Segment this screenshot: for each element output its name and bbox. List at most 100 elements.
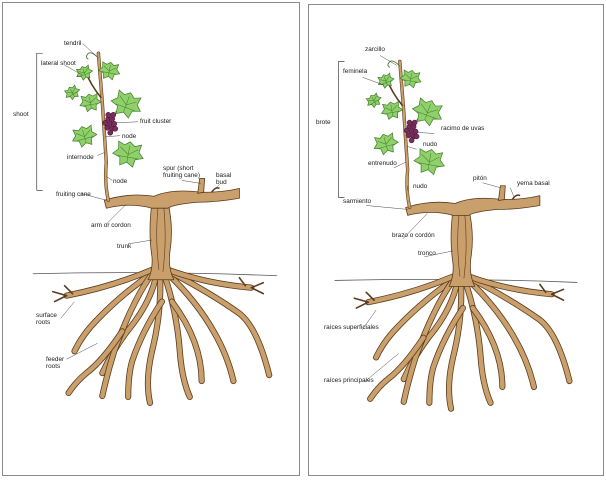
spur (197, 178, 206, 194)
leader-line (128, 239, 153, 245)
trunk-grain (156, 208, 160, 270)
leaf-veins (368, 95, 380, 105)
root (365, 274, 456, 305)
root (468, 276, 572, 384)
label-nudo-upper: nudo (423, 141, 438, 148)
rootlet (250, 286, 265, 295)
leader-line (406, 146, 417, 150)
root (66, 329, 125, 396)
root (401, 278, 456, 405)
rootlet (550, 293, 565, 301)
label-lateral-shoot: lateral shoot (41, 60, 76, 67)
leader-line (82, 43, 96, 56)
leader-line (181, 180, 201, 184)
label-shoot: shoot (13, 111, 29, 118)
root (125, 299, 165, 400)
basal-bud (511, 194, 521, 200)
leader-line (417, 132, 435, 134)
leader-line (379, 55, 397, 66)
rootlet (238, 276, 247, 287)
leader-line (106, 176, 113, 181)
leader-line (362, 77, 385, 86)
root (466, 274, 554, 297)
label-raices-superficiales: raíces superficiales (324, 324, 379, 331)
trunk (147, 201, 175, 281)
tendril (85, 52, 99, 60)
rootlet (550, 288, 565, 296)
label-node-lower: node (113, 178, 128, 185)
leader-line (116, 121, 139, 124)
label-tronco: tronco (418, 250, 436, 257)
label-raices-principales: raíces principales (324, 377, 374, 384)
label-piton: pitón (473, 175, 487, 182)
grape (105, 112, 112, 118)
leader-line (66, 343, 98, 360)
label-basal-bud: basal bud (216, 172, 232, 187)
grapevine-illustration-spanish (334, 55, 578, 412)
label-zarcillo: zarcillo (365, 46, 385, 53)
root (100, 271, 155, 399)
grape (111, 120, 118, 127)
leaf-veins (418, 153, 440, 170)
label-internode: internode (67, 154, 94, 161)
arm-cordon (103, 187, 240, 209)
root (165, 271, 236, 384)
arm-cordon (405, 195, 541, 216)
label-feeder-roots: feeder roots (46, 356, 65, 371)
leader-line (97, 152, 105, 156)
rootlet (353, 297, 369, 303)
label-fruiting-cane: fruiting cane (56, 191, 91, 198)
label-brote: brote (316, 119, 331, 126)
grape (408, 137, 415, 144)
root (165, 267, 254, 290)
root (470, 305, 505, 390)
leader-line (366, 205, 408, 210)
leader-line (510, 187, 515, 198)
label-surface-roots: surface roots (36, 312, 57, 327)
leader-line (213, 184, 220, 191)
grape (403, 127, 410, 134)
label-entrenudo: entrenudo (368, 160, 397, 167)
panel-english: tendril lateral shoot shoot fruit cluste… (2, 2, 300, 476)
rootlet (250, 281, 265, 289)
root (462, 278, 493, 406)
root (373, 276, 458, 360)
shoot-bracket (36, 52, 43, 191)
grape (412, 128, 419, 135)
rootlet (539, 283, 547, 294)
grape (110, 112, 117, 118)
leaf-veins (78, 68, 91, 78)
label-brazo-o-cordon: brazo o cordón (392, 232, 435, 239)
grapevine-illustration-english (32, 43, 278, 406)
rootlet (53, 294, 68, 303)
leader-line (364, 353, 399, 383)
rootlet (63, 284, 74, 295)
leader-line (106, 204, 127, 225)
root (169, 299, 204, 384)
root (64, 267, 155, 298)
shoot (97, 52, 110, 202)
trunk-grain (162, 208, 166, 272)
root (367, 335, 426, 402)
grape (102, 119, 109, 126)
leader-line (424, 250, 454, 257)
trunk-grain (463, 215, 467, 279)
label-tendril: tendril (64, 40, 82, 47)
leaf-veins (377, 137, 395, 151)
label-sarmiento: sarmiento (343, 198, 372, 205)
grapevine (334, 55, 578, 412)
leader-line (80, 193, 107, 201)
leader-line (362, 309, 377, 330)
leader-line (105, 135, 121, 137)
label-nudo-lower: nudo (413, 183, 428, 190)
leaf-veins (384, 104, 400, 117)
leaf-veins (66, 87, 78, 97)
leaf-veins (117, 145, 139, 163)
grape (112, 125, 119, 132)
root (446, 278, 464, 411)
label-spur: spur (short fruiting cane) (163, 165, 200, 180)
grapevine (32, 43, 278, 406)
root (161, 271, 193, 400)
label-racimo-de-uvas: racimo de uvas (441, 125, 485, 132)
